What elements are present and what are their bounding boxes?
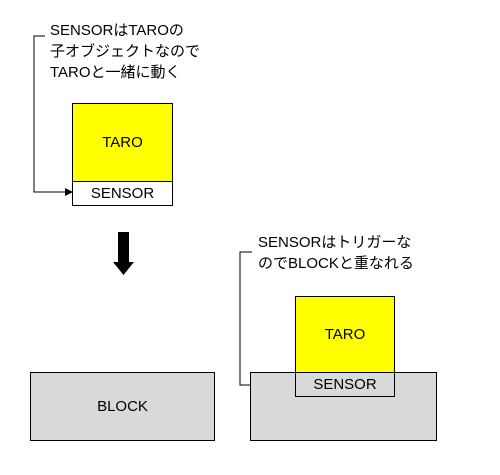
taro-box-right: TARO bbox=[295, 296, 395, 373]
taro-label: TARO bbox=[102, 134, 143, 151]
sensor-box: SENSOR bbox=[72, 181, 173, 206]
top-callout-connector bbox=[33, 35, 73, 196]
block-box: BLOCK bbox=[30, 372, 215, 441]
taro-label-right: TARO bbox=[324, 326, 366, 343]
block-label: BLOCK bbox=[97, 398, 148, 415]
top-note: SENSORはTAROの 子オブジェクトなので TAROと一緒に動く bbox=[50, 22, 201, 81]
block-box-right bbox=[250, 372, 437, 441]
right-note: SENSORはトリガーな のでBLOCKと重なれる bbox=[258, 234, 414, 272]
sensor-box-right: SENSOR bbox=[295, 372, 395, 397]
sensor-label: SENSOR bbox=[90, 185, 155, 202]
taro-box: TARO bbox=[72, 103, 173, 182]
down-arrow-icon bbox=[113, 232, 134, 275]
sensor-label-right: SENSOR bbox=[313, 376, 377, 393]
